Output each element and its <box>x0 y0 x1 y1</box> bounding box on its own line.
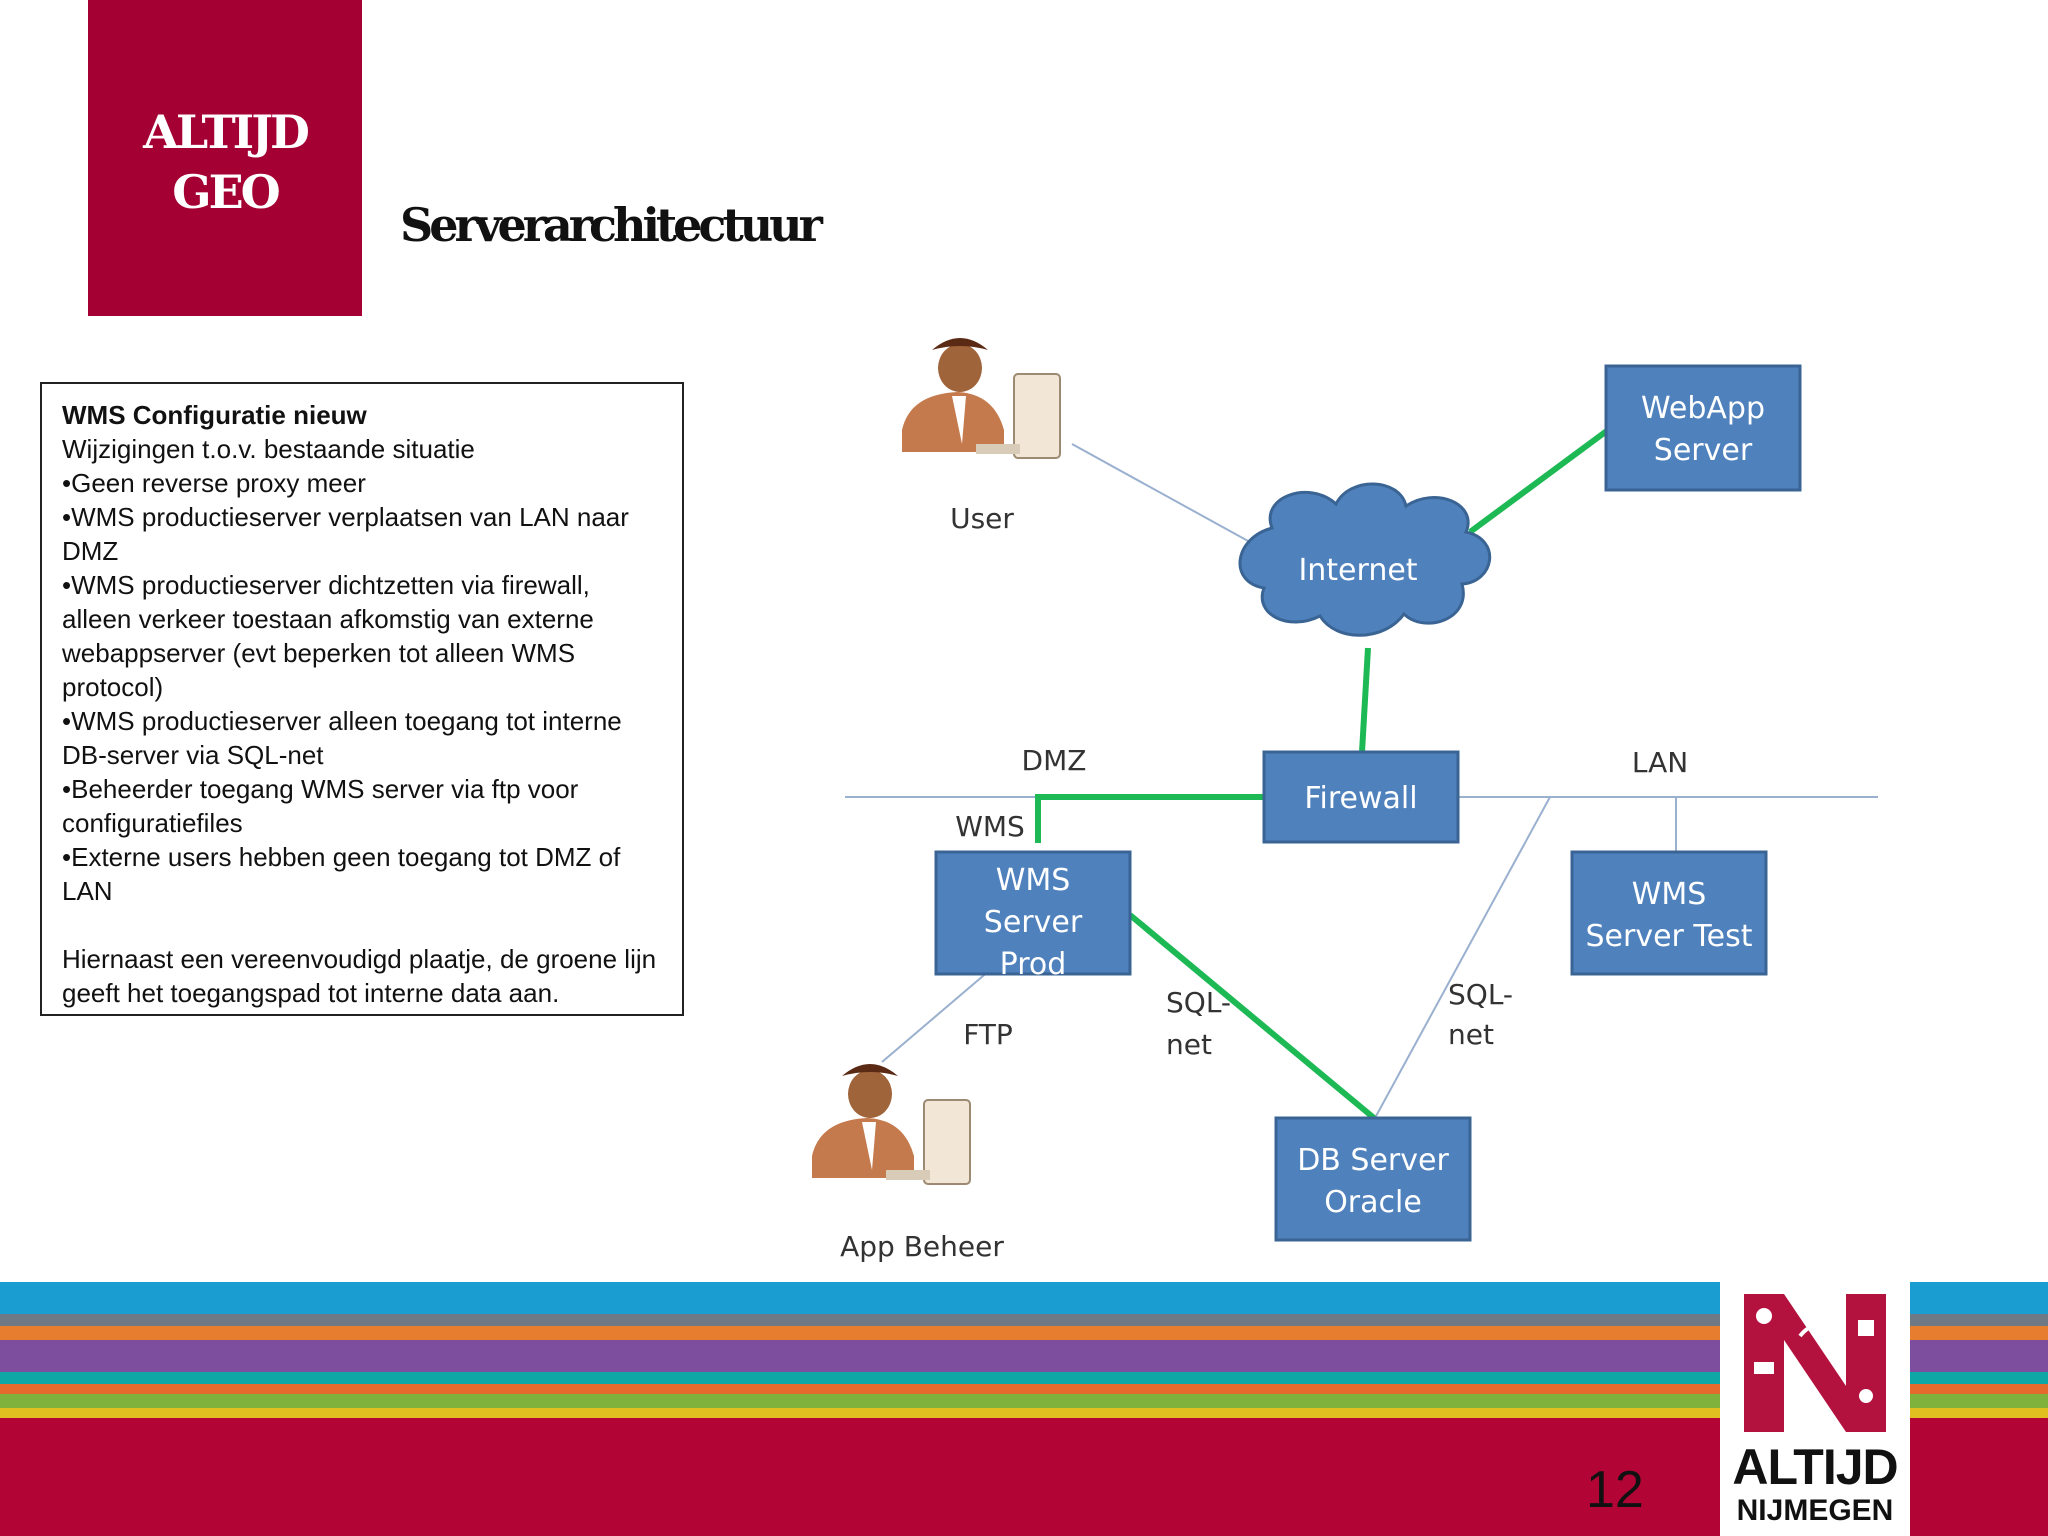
textbox-spacer <box>62 908 662 942</box>
wms-server-test-box <box>1570 850 1768 976</box>
webapp-label-line2: Server <box>1654 433 1753 468</box>
app-beheer-label: App Beheer <box>840 1230 1004 1263</box>
access-path-wms-db <box>1128 912 1376 1121</box>
db-label-line2: Oracle <box>1324 1185 1422 1220</box>
wms-prod-label-line1: WMS <box>996 863 1071 898</box>
user-icon <box>902 338 1061 459</box>
firewall-box <box>1262 750 1460 844</box>
footer-band-purple <box>0 1340 2048 1372</box>
page-number: 12 <box>1586 1461 1644 1519</box>
access-path-internet-firewall <box>1359 647 1371 753</box>
wms-server-prod-box <box>934 850 1132 976</box>
textbox-line: Wijzigingen t.o.v. bestaande situatie <box>62 434 475 464</box>
footer-band-red <box>0 1418 2048 1536</box>
brand-name: ALTIJD GEO <box>88 102 362 222</box>
access-path-internet-webapp <box>1468 427 1610 535</box>
sqlnet-label-b-line2: net <box>1448 1018 1494 1051</box>
ftp-label: FTP <box>963 1018 1013 1051</box>
wms-prod-label-line3: Prod <box>1000 947 1067 982</box>
sqlnet-label-a-line1: SQL- <box>1166 986 1231 1019</box>
user-internet-link <box>1071 443 1269 553</box>
user-label: User <box>950 502 1014 535</box>
webapp-server-box <box>1604 364 1802 492</box>
textbox-line: •WMS productieserver alleen toegang tot … <box>62 706 622 770</box>
ftp-link <box>881 969 991 1063</box>
footer-band-yellow <box>0 1408 2048 1418</box>
textbox-line: •Externe users hebben geen toegang tot D… <box>62 842 621 906</box>
altijd-nijmegen-logo: ALTIJD NIJMEGEN <box>1720 1276 1910 1536</box>
access-path-firewall-wms <box>1035 794 1264 843</box>
config-textbox: WMS Configuratie nieuw Wijzigingen t.o.v… <box>40 382 684 1016</box>
textbox-line: •WMS productieserver dichtzetten via fir… <box>62 570 594 702</box>
brand-name-line1: ALTIJD <box>143 105 310 159</box>
app-beheer-icon <box>812 1064 971 1185</box>
brand-name-line2: GEO <box>172 165 280 219</box>
sqlnet-label-a-line2: net <box>1166 1028 1212 1061</box>
footer-band-teal <box>0 1372 2048 1384</box>
dmz-label: DMZ <box>1022 744 1087 777</box>
wms-test-label-line1: WMS <box>1632 877 1707 912</box>
sqlnet-label-b-line1: SQL- <box>1448 978 1513 1011</box>
wms-prod-label-line2: Server <box>984 905 1083 940</box>
wms-test-label-line2: Server Test <box>1586 919 1753 954</box>
footer-band-orange <box>0 1326 2048 1340</box>
nijmegen-n-emblem <box>1738 1290 1892 1436</box>
logo-caption-line2: NIJMEGEN <box>1736 1494 1894 1527</box>
brand-logo: ALTIJD GEO <box>88 0 362 316</box>
textbox-line: •Geen reverse proxy meer <box>62 468 366 498</box>
webapp-label-line1: WebApp <box>1641 391 1765 426</box>
lan-db-link <box>1374 796 1551 1119</box>
textbox-heading: WMS Configuratie nieuw <box>62 400 367 430</box>
textbox-line: •WMS productieserver verplaatsen van LAN… <box>62 502 629 566</box>
lan-label: LAN <box>1632 746 1688 779</box>
network-diagram: User Internet WebApp Server Firewall DMZ… <box>812 338 1878 1263</box>
db-server-box <box>1274 1116 1472 1242</box>
textbox-closing: Hiernaast een vereenvoudigd plaatje, de … <box>62 944 657 1008</box>
footer-band-gray <box>0 1314 2048 1326</box>
logo-caption-line1: ALTIJD <box>1732 1439 1898 1495</box>
footer-band-blue <box>0 1282 2048 1314</box>
internet-cloud <box>1238 482 1492 637</box>
db-label-line1: DB Server <box>1297 1143 1449 1178</box>
slide-title: Serverarchitectuur <box>400 198 823 252</box>
wms-label: WMS <box>955 810 1025 843</box>
internet-label: Internet <box>1298 553 1417 588</box>
textbox-line: •Beheerder toegang WMS server via ftp vo… <box>62 774 579 838</box>
footer-band-orange-2 <box>0 1384 2048 1394</box>
footer-band-green <box>0 1394 2048 1408</box>
firewall-label: Firewall <box>1304 781 1417 816</box>
